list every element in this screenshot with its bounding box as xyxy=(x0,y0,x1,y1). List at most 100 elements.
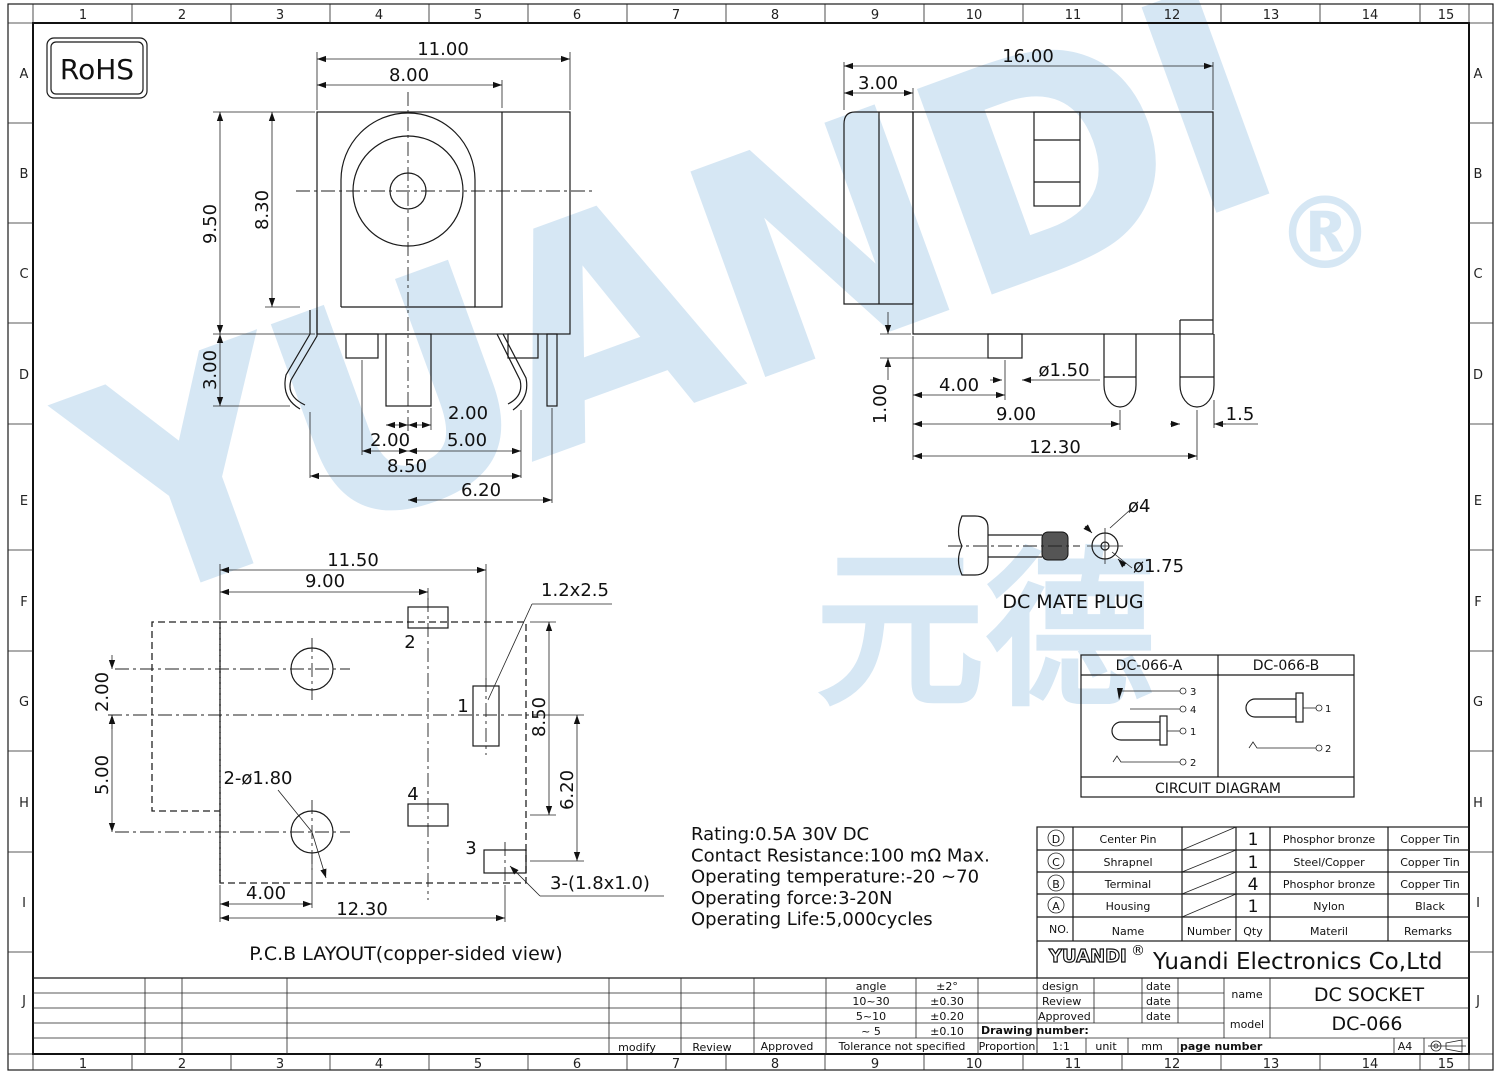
circuit-b-pin-2: 2 xyxy=(1325,744,1331,755)
grid-col-top-8: 8 xyxy=(771,8,779,23)
grid-row-right-G: G xyxy=(1473,695,1483,710)
dc-mate-plug: ø4 ø1.75 DC MATE PLUG xyxy=(948,496,1184,613)
grid-row-right-B: B xyxy=(1474,167,1483,182)
watermark-cn: 元德 xyxy=(815,533,1155,731)
spec-line: Operating Life:5,000cycles xyxy=(691,909,933,930)
grid-col-top-15: 15 xyxy=(1438,8,1455,23)
pcb-pin-4: 4 xyxy=(407,784,418,805)
dim-side-9: 9.00 xyxy=(996,404,1036,425)
circuit-caption: CIRCUIT DIAGRAM xyxy=(1155,781,1281,797)
pcb-pin-3: 3 xyxy=(465,838,476,859)
tb-review: Review xyxy=(1042,995,1081,1008)
grid-row-left-E: E xyxy=(20,494,28,509)
bom-header-number: Number xyxy=(1187,925,1232,938)
circuit-a-pin-4: 4 xyxy=(1190,705,1196,716)
bom-material: Nylon xyxy=(1313,900,1345,913)
plug-dia-outer: ø4 xyxy=(1128,496,1150,517)
pcb-dim-6-20: 6.20 xyxy=(557,770,578,810)
tb-proportion: Proportion xyxy=(979,1040,1036,1053)
dim-front-d1: 2.00 xyxy=(448,403,488,424)
grid-row-left-H: H xyxy=(19,796,29,811)
watermark: YUANDI ® 元德 xyxy=(26,0,1375,731)
dim-side-length: 16.00 xyxy=(1002,46,1054,67)
circuit-a-pin-1: 1 xyxy=(1190,727,1196,738)
grid-col-bottom-11: 11 xyxy=(1065,1057,1082,1072)
tb-drawing-number: Drawing number: xyxy=(981,1024,1089,1037)
bom-name: Terminal xyxy=(1104,878,1152,891)
grid-col-top-13: 13 xyxy=(1263,8,1280,23)
tb-model-label: model xyxy=(1230,1018,1264,1031)
tolerance-range: 5~10 xyxy=(856,1010,886,1023)
dim-front-d4: 8.50 xyxy=(387,456,427,477)
circuit-a-pin-3: 3 xyxy=(1190,687,1196,698)
tb-name-label: name xyxy=(1231,988,1262,1001)
grid-col-bottom-1: 1 xyxy=(79,1057,87,1072)
spec-line: Contact Resistance:100 mΩ Max. xyxy=(691,845,990,866)
dim-side-1-5: 1.5 xyxy=(1226,404,1255,425)
tolerance-range: angle xyxy=(856,980,887,993)
bom-remarks: Black xyxy=(1415,900,1445,913)
pcb-dim-4-00: 4.00 xyxy=(246,883,286,904)
tolerance-range: ~ 5 xyxy=(861,1025,881,1038)
pcb-holes: 2-ø1.80 xyxy=(223,768,292,789)
tolerance-value: ±2° xyxy=(936,980,958,993)
watermark-registered: ® xyxy=(1275,175,1375,292)
tb-page-number: page number xyxy=(1180,1040,1263,1053)
dim-front-height-total: 9.50 xyxy=(200,204,221,244)
company-logo-registered: ® xyxy=(1131,943,1145,959)
bom-qty: 4 xyxy=(1248,875,1259,895)
grid-row-right-C: C xyxy=(1473,267,1482,282)
grid-row-right-D: D xyxy=(1473,368,1483,383)
tb-design: design xyxy=(1042,980,1079,993)
pcb-dim-8-50: 8.50 xyxy=(529,697,550,737)
bom-no: C xyxy=(1052,856,1060,869)
grid-col-top-2: 2 xyxy=(178,8,186,23)
grid-col-top-1: 1 xyxy=(79,8,87,23)
grid-col-top-7: 7 xyxy=(672,8,680,23)
tb-scale: 1:1 xyxy=(1052,1040,1070,1053)
bom-remarks: Copper Tin xyxy=(1400,833,1460,846)
bom-header-name: Name xyxy=(1112,925,1145,938)
grid-col-top-12: 12 xyxy=(1164,8,1181,23)
circuit-col-b: DC-066-B xyxy=(1253,658,1320,674)
dim-side-pin-dia: ø1.50 xyxy=(1038,360,1089,381)
rev-review: Review xyxy=(692,1041,731,1054)
bom-header-remarks: Remarks xyxy=(1404,925,1452,938)
pcb-dim-12-30: 12.30 xyxy=(336,899,388,920)
bom-no-circle xyxy=(1047,896,1065,914)
dim-side-front: 3.00 xyxy=(858,73,898,94)
rohs-label: RoHS xyxy=(60,53,134,86)
bom-header-material: Materil xyxy=(1310,925,1348,938)
company-block: YUANDI ® Yuandi Electronics Co,Ltd xyxy=(1036,941,1443,978)
grid-row-left-J: J xyxy=(21,994,26,1009)
pcb-dim-11-50: 11.50 xyxy=(327,550,379,571)
grid-col-bottom-4: 4 xyxy=(375,1057,383,1072)
grid-col-bottom-3: 3 xyxy=(276,1057,284,1072)
sheet-border: 1122334455667788991010111112121313141415… xyxy=(7,3,1494,1072)
title-block: modify Review Approved angle±2°10~30±0.3… xyxy=(33,977,1469,1054)
dim-front-pin-length: 3.00 xyxy=(200,350,221,390)
grid-col-bottom-10: 10 xyxy=(966,1057,983,1072)
grid-col-top-9: 9 xyxy=(871,8,879,23)
grid-row-right-E: E xyxy=(1474,494,1482,509)
grid-col-bottom-8: 8 xyxy=(771,1057,779,1072)
pcb-pin-2: 2 xyxy=(404,632,415,653)
tb-sheet: A4 xyxy=(1398,1040,1413,1053)
tb-model-value: DC-066 xyxy=(1331,1013,1402,1035)
plug-dia-inner: ø1.75 xyxy=(1133,556,1184,577)
pcb-dim-9-00: 9.00 xyxy=(305,571,345,592)
grid-row-right-F: F xyxy=(1474,595,1481,610)
grid-row-right-H: H xyxy=(1473,796,1483,811)
dim-front-width-inner: 8.00 xyxy=(389,65,429,86)
tolerance-value: ±0.20 xyxy=(930,1010,964,1023)
rev-approved: Approved xyxy=(761,1040,814,1053)
dim-front-width-total: 11.00 xyxy=(417,39,469,60)
bom-no-circle xyxy=(1047,852,1065,870)
bom-no-circle xyxy=(1047,829,1065,847)
company-logo: YUANDI xyxy=(1048,946,1127,967)
grid-col-bottom-6: 6 xyxy=(573,1057,581,1072)
side-view: 16.00 3.00 1.00 4.00 ø1.50 9.00 12.30 1.… xyxy=(843,46,1258,460)
bom-name: Housing xyxy=(1106,900,1151,913)
